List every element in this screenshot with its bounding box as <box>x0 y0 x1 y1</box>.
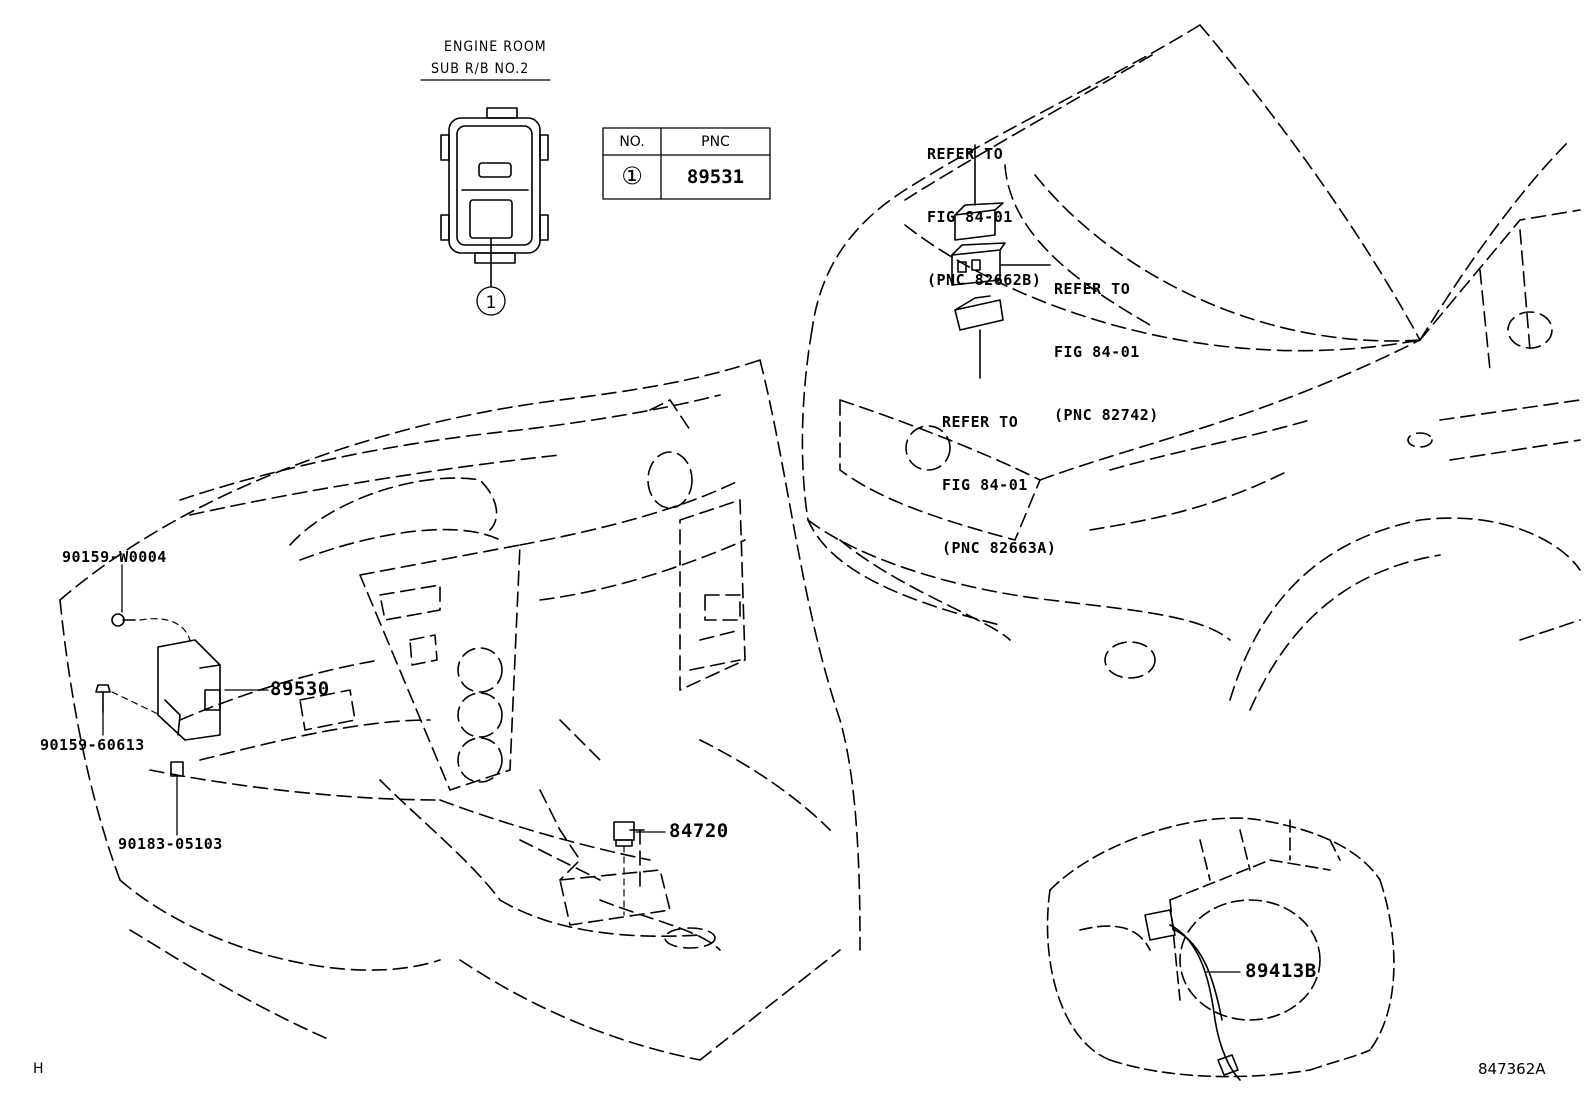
refer-note-2-line1: REFER TO <box>1054 280 1131 298</box>
footer-left-mark: H <box>33 1061 44 1077</box>
refer-note-2-line2: FIG 84-01 <box>1054 343 1140 361</box>
relay-block-title-line1: ENGINE ROOM <box>444 39 547 55</box>
part-label-nut: 90183-05103 <box>118 835 223 853</box>
fuse-box-parts <box>951 144 1051 379</box>
ecu-parts <box>95 613 635 847</box>
transmission-drawing <box>1046 817 1395 1078</box>
speed-sensor-89413b <box>1144 909 1241 1081</box>
refer-note-3-line1: REFER TO <box>942 413 1019 431</box>
pnc-table-grid <box>602 127 771 200</box>
refer-note-1: REFER TO FIG 84-01 (PNC 82662B) <box>927 102 1041 312</box>
table-header-no: NO. <box>619 134 645 150</box>
dashboard-drawing <box>59 359 861 1061</box>
refer-note-3-line3: (PNC 82663A) <box>942 539 1057 557</box>
part-label-sensor: 89413B <box>1245 960 1317 982</box>
dash-leaders <box>111 618 625 916</box>
refer-note-1-line1: REFER TO <box>927 145 1004 163</box>
table-row-pnc: 89531 <box>686 166 745 188</box>
figure-id: 847362A <box>1478 1060 1546 1078</box>
refer-note-1-line3: (PNC 82662B) <box>927 271 1042 289</box>
refer-note-3: REFER TO FIG 84-01 (PNC 82663A) <box>942 370 1056 580</box>
table-header-pnc: PNC <box>701 134 730 150</box>
refer-note-2-line3: (PNC 82742) <box>1054 406 1159 424</box>
relay-block-drawing <box>420 79 551 316</box>
refer-note-1-line2: FIG 84-01 <box>927 208 1013 226</box>
relay-block-title-line2: SUB R/B NO.2 <box>431 61 530 77</box>
part-label-bolt-bottom: 90159-60613 <box>40 736 145 754</box>
leader-lines <box>102 564 1241 973</box>
part-label-bolt-top: 90159-W0004 <box>62 548 167 566</box>
part-label-ecu: 89530 <box>270 678 330 700</box>
car-front-drawing <box>801 24 1581 711</box>
part-label-switch: 84720 <box>669 820 729 842</box>
table-row-callout: ① <box>621 162 643 190</box>
refer-note-2: REFER TO FIG 84-01 (PNC 82742) <box>1054 237 1159 447</box>
relay-callout-number: 1 <box>486 293 497 313</box>
refer-note-3-line2: FIG 84-01 <box>942 476 1028 494</box>
